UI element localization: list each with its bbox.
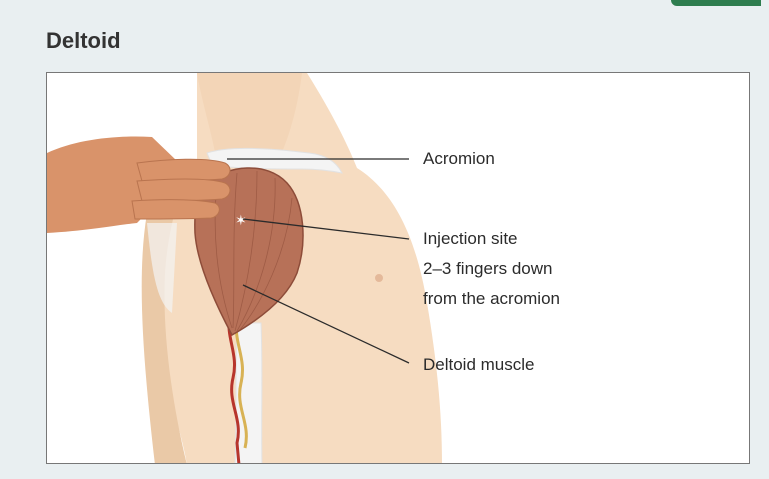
label-injection-from: from the acromion xyxy=(423,287,560,311)
page-title: Deltoid xyxy=(46,28,121,54)
label-deltoid-muscle: Deltoid muscle xyxy=(423,353,535,377)
injection-site-star: ✶ xyxy=(235,213,247,229)
label-acromion: Acromion xyxy=(423,147,495,171)
label-injection-fingers: 2–3 fingers down xyxy=(423,257,552,281)
chest-detail xyxy=(375,274,383,282)
hand-finger-1 xyxy=(137,159,230,181)
deltoid-illustration: ✶ xyxy=(47,73,750,464)
hand-finger-2 xyxy=(137,179,230,201)
hand-finger-3 xyxy=(132,200,219,219)
label-injection-site: Injection site xyxy=(423,227,518,251)
corner-tab xyxy=(671,0,761,6)
diagram-figure: ✶ Acromion Injection site 2–3 fingers do… xyxy=(46,72,750,464)
